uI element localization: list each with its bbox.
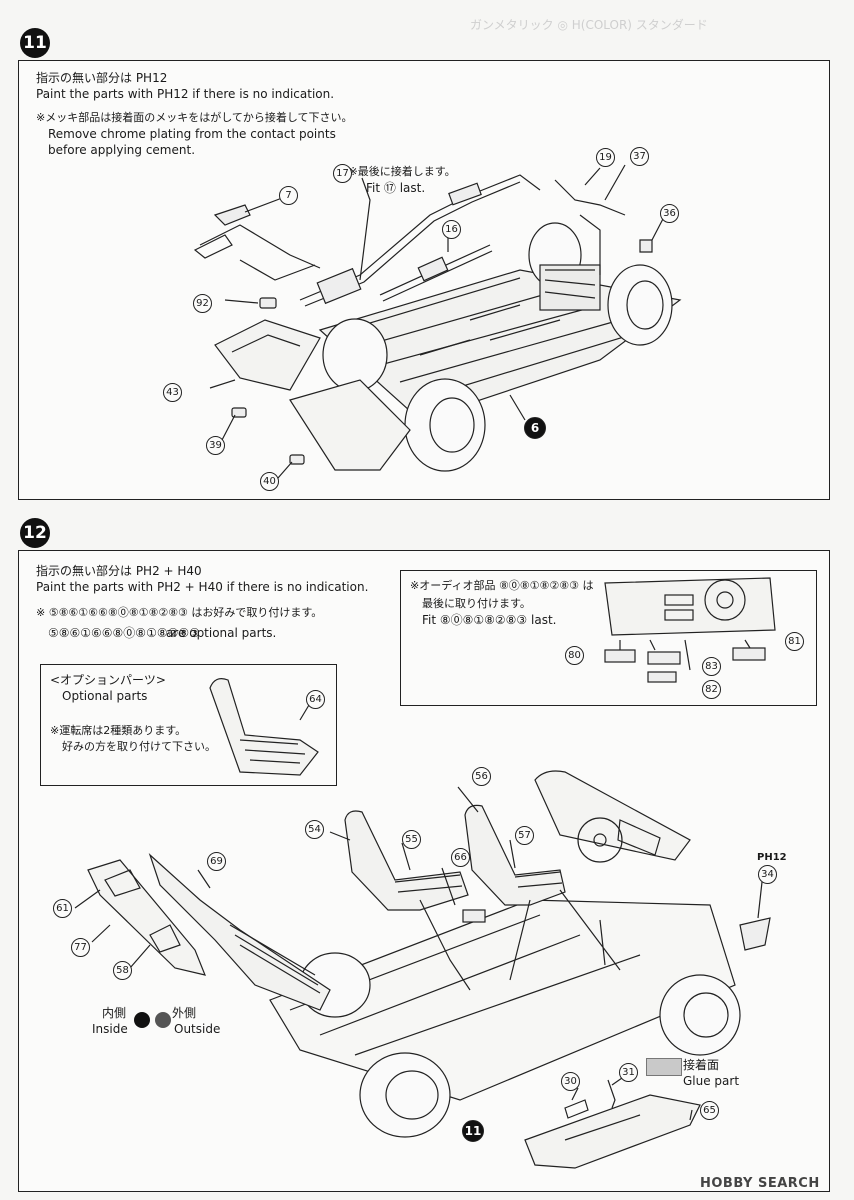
glue-part-en: Glue part	[683, 1074, 740, 1088]
part-number-69: 69	[207, 852, 226, 871]
part-number-19: 19	[596, 148, 615, 167]
part-number-43: 43	[163, 383, 182, 402]
part-number-16: 16	[442, 220, 461, 239]
assembly-number-6: 6	[524, 417, 546, 439]
step-12-badge: 12	[20, 518, 50, 548]
part-number-34: 34	[758, 865, 777, 884]
step-11-en-chrome-note-2: before applying cement.	[48, 143, 196, 157]
part-number-64: 64	[306, 690, 325, 709]
step-12-en-optional-nums: ⑤⑧⑥①⑥⑥⑧⓪⑧①⑧②⑧③	[48, 626, 200, 640]
part-number-40: 40	[260, 472, 279, 491]
part-number-57: 57	[515, 826, 534, 845]
part-number-37: 37	[630, 147, 649, 166]
optional-seat-jp-2: 好みの方を取り付けて下さい。	[62, 740, 216, 753]
audio-en-note: Fit ⑧⓪⑧①⑧②⑧③ last.	[422, 613, 557, 627]
step-12-en-paint-note: Paint the parts with PH2 + H40 if there …	[36, 580, 369, 594]
part-number-30: 30	[561, 1072, 580, 1091]
bleed-through-text: ガンメタリック ◎ H(COLOR) スタンダード	[470, 18, 708, 32]
part-number-83: 83	[702, 657, 721, 676]
part-number-17: 17	[333, 164, 352, 183]
hobby-search-watermark: HOBBY SEARCH	[700, 1176, 820, 1191]
part-number-80: 80	[565, 646, 584, 665]
step-12-jp-optional-note: ※ ⑤⑧⑥①⑥⑥⑧⓪⑧①⑧②⑧③ はお好みで取り付けます。	[36, 606, 323, 619]
outside-label-en: Outside	[174, 1022, 221, 1036]
outside-color-swatch	[155, 1012, 171, 1028]
step-12-jp-paint-note: 指示の無い部分は PH2 + H40	[36, 564, 202, 578]
optional-parts-en: Optional parts	[62, 689, 148, 703]
part-number-39: 39	[206, 436, 225, 455]
part-number-55: 55	[402, 830, 421, 849]
part-number-58: 58	[113, 961, 132, 980]
step-11-callout-en: Fit ⑰ last.	[366, 181, 426, 195]
inside-color-swatch	[134, 1012, 150, 1028]
part-number-56: 56	[472, 767, 491, 786]
inside-label-jp: 内側	[102, 1006, 127, 1020]
step-12-en-optional-note: are optional parts.	[166, 626, 277, 640]
glue-part-jp: 接着面	[683, 1058, 720, 1072]
inside-label-en: Inside	[92, 1022, 128, 1036]
optional-parts-jp: <オプションパーツ>	[50, 673, 166, 687]
optional-seat-jp: ※運転席は2種類あります。	[50, 724, 187, 737]
assembly-number-11: 11	[462, 1120, 484, 1142]
part-number-82: 82	[702, 680, 721, 699]
step-11-jp-chrome-note: ※メッキ部品は接着面のメッキをはがしてから接着して下さい。	[36, 111, 353, 124]
step-11-en-chrome-note: Remove chrome plating from the contact p…	[48, 127, 336, 141]
glue-part-swatch	[646, 1058, 682, 1076]
part-number-65: 65	[700, 1101, 719, 1120]
part-number-36: 36	[660, 204, 679, 223]
part-number-54: 54	[305, 820, 324, 839]
part-number-77: 77	[71, 938, 90, 957]
part-number-81: 81	[785, 632, 804, 651]
step-11-en-paint-note: Paint the parts with PH12 if there is no…	[36, 87, 335, 101]
part-number-61: 61	[53, 899, 72, 918]
part-number-66: 66	[451, 848, 470, 867]
part-number-7: 7	[279, 186, 298, 205]
paint-tag-ph12: PH12	[757, 852, 787, 863]
step-11-badge: 11	[20, 28, 50, 58]
part-number-92: 92	[193, 294, 212, 313]
audio-jp-note: ※オーディオ部品 ⑧⓪⑧①⑧②⑧③ は	[410, 579, 594, 592]
audio-jp-note-2: 最後に取り付けます。	[422, 597, 531, 610]
step-11-callout-jp: ⑰ ※最後に接着します。	[334, 165, 456, 178]
part-number-31: 31	[619, 1063, 638, 1082]
step-11-jp-paint-note: 指示の無い部分は PH12	[36, 71, 168, 85]
outside-label-jp: 外側	[172, 1006, 197, 1020]
